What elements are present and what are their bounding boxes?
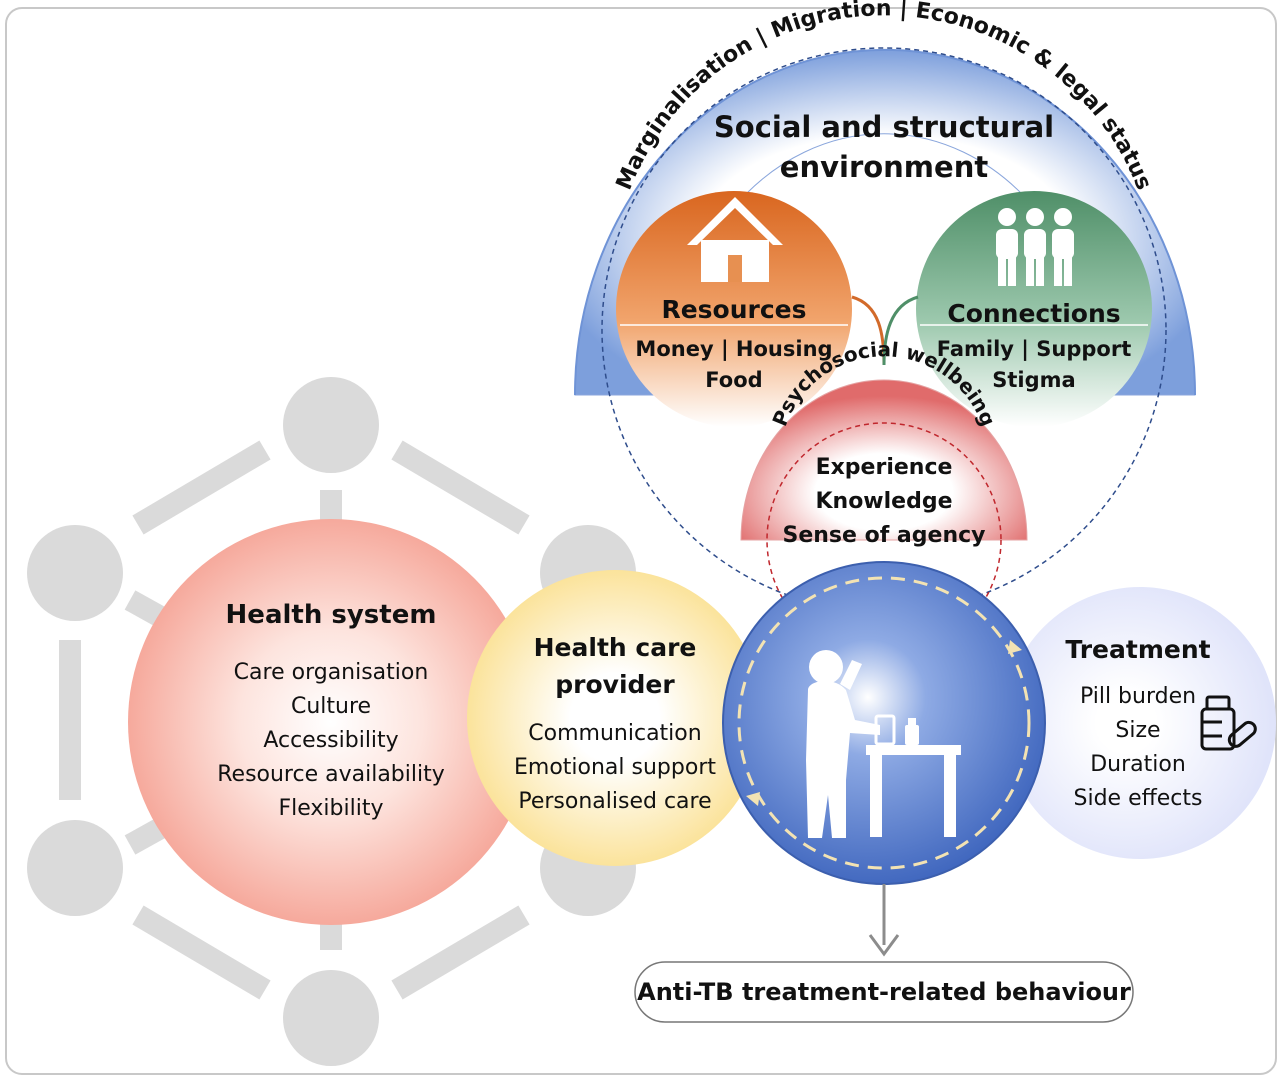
connections-line2: Stigma <box>992 368 1075 392</box>
treatment-title: Treatment <box>1065 635 1210 664</box>
provider-circle: Health care provider Communication Emoti… <box>467 570 763 866</box>
outcome-pill <box>634 961 1134 1023</box>
health-system-disc <box>128 519 534 925</box>
health-system-item-2: Culture <box>291 694 371 719</box>
provider-item-1: Communication <box>528 721 701 746</box>
resources-line2: Food <box>705 368 762 392</box>
person-taking-medication-icon <box>806 650 961 838</box>
psychosocial-item-1: Experience <box>816 455 953 480</box>
psychosocial-shape <box>740 379 1028 541</box>
health-system-item-5: Flexibility <box>279 796 384 821</box>
house-icon <box>687 197 783 282</box>
patient-cycle-ring <box>737 576 1031 870</box>
social-title-line1: Social and structural <box>714 110 1054 144</box>
network-link <box>132 440 271 535</box>
health-system-circle: Health system Care organisation Culture … <box>128 519 534 925</box>
outcome-label: Anti-TB treatment-related behaviour <box>637 978 1131 1006</box>
provider-disc <box>467 570 763 866</box>
network-node <box>283 970 379 1066</box>
health-system-title: Health system <box>226 600 437 630</box>
people-icon <box>996 208 1074 286</box>
health-system-item-4: Resource availability <box>217 762 445 787</box>
network-node <box>27 820 123 916</box>
connections-line1: Family | Support <box>937 337 1132 362</box>
treatment-item-2: Size <box>1115 718 1160 743</box>
treatment-item-3: Duration <box>1090 752 1186 777</box>
outcome-arrowhead-icon <box>868 934 900 957</box>
network-link <box>391 440 530 535</box>
resources-disc <box>616 191 852 427</box>
treatment-item-1: Pill burden <box>1080 684 1196 709</box>
connections-title: Connections <box>947 299 1120 328</box>
cycle-arrow-icon <box>746 792 760 806</box>
social-title-line2: environment <box>780 150 989 184</box>
resources-title: Resources <box>661 295 806 324</box>
provider-title-line1: Health care <box>534 633 697 662</box>
connections-circle: Connections Family | Support Stigma <box>916 191 1152 427</box>
patient-disc <box>722 561 1046 885</box>
cycle-arrow-icon <box>1008 640 1022 654</box>
network-link <box>391 905 530 1000</box>
treatment-circle: Treatment Pill burden Size Duration Side… <box>1004 587 1276 859</box>
patient-circle <box>722 561 1046 885</box>
provider-item-3: Personalised care <box>518 789 711 814</box>
network-node <box>27 525 123 621</box>
health-system-item-1: Care organisation <box>234 660 429 685</box>
treatment-disc <box>1004 587 1276 859</box>
pill-bottle-icon <box>1200 695 1257 751</box>
network-node <box>283 377 379 473</box>
psychosocial-item-2: Knowledge <box>815 489 952 514</box>
treatment-item-4: Side effects <box>1074 786 1203 811</box>
provider-item-2: Emotional support <box>514 755 716 780</box>
resources-circle: Resources Money | Housing Food <box>616 191 852 427</box>
blue-arc-edge <box>574 49 1196 396</box>
health-system-item-3: Accessibility <box>263 728 398 753</box>
resources-line1: Money | Housing <box>635 337 832 362</box>
outcome-box: Anti-TB treatment-related behaviour <box>634 961 1134 1023</box>
psychosocial-item-3: Sense of agency <box>782 523 985 548</box>
provider-title-line2: provider <box>555 670 675 699</box>
connections-disc <box>916 191 1152 427</box>
connections-connector <box>882 295 919 366</box>
network-link <box>132 905 271 1000</box>
